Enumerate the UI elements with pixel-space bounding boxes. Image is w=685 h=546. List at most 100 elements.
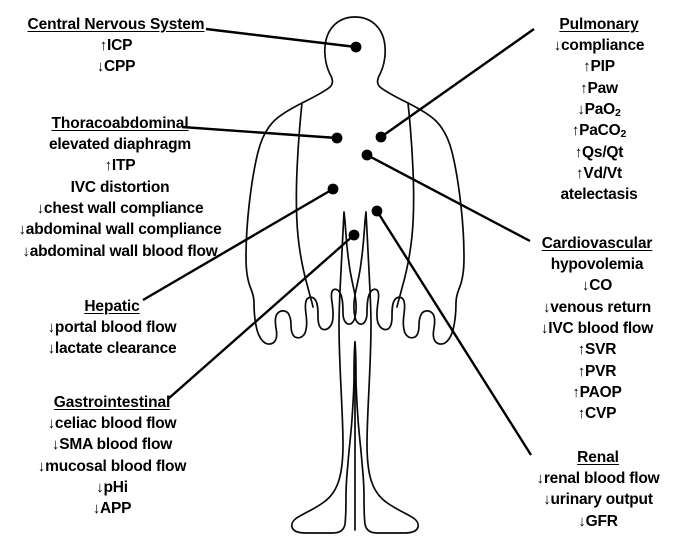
label-block-pulmonary: Pulmonary ↓compliance ↑PIP ↑Paw ↓PaO2 ↑P… <box>524 14 674 206</box>
body-silhouette <box>245 16 465 534</box>
block-item: ↓renal blood flow <box>521 468 675 489</box>
block-item-label: pHi <box>103 478 128 496</box>
block-item: hypovolemia <box>519 254 675 275</box>
block-item-label: SVR <box>585 341 617 359</box>
block-item-label: APP <box>100 500 132 518</box>
block-item-label: urinary output <box>550 491 653 509</box>
block-heading-renal: Renal <box>577 449 619 466</box>
trend-arrow-icon: ↓ <box>536 470 545 487</box>
block-item-label: Paw <box>587 79 618 97</box>
trend-arrow-icon: ↑ <box>99 37 108 54</box>
leader-lines <box>142 27 535 456</box>
block-item: atelectasis <box>524 184 674 205</box>
leader-pulmonary <box>380 28 535 138</box>
endpoint-dot-pulmonary <box>375 131 387 143</box>
block-item-label: lactate clearance <box>54 340 177 358</box>
trend-arrow-icon: ↓ <box>47 319 56 336</box>
block-item-label: ICP <box>107 37 133 54</box>
block-item: ↓GFR <box>521 511 675 532</box>
block-item-subscript: 2 <box>620 128 627 141</box>
block-item: ↓compliance <box>524 35 674 56</box>
block-item-label: hypovolemia <box>550 256 644 273</box>
block-item-label: Qs/Qt <box>582 143 624 161</box>
block-item-label: PAOP <box>579 383 622 401</box>
trend-arrow-icon: ↓ <box>96 58 105 76</box>
block-item: ↑CVP <box>519 403 675 424</box>
leader-hepatic <box>142 187 334 302</box>
block-item: ↓lactate clearance <box>8 338 216 359</box>
block-item-label: celiac blood flow <box>54 415 177 432</box>
block-heading-gastrointestinal: Gastrointestinal <box>53 394 171 411</box>
block-item-label: IVC blood flow <box>548 319 654 337</box>
block-item: ↓celiac blood flow <box>6 413 218 434</box>
block-item: ↓mucosal blood flow <box>6 456 218 477</box>
trend-arrow-icon: ↓ <box>543 491 551 509</box>
block-item: ↓IVC blood flow <box>519 318 675 339</box>
block-item-label: CO <box>589 277 613 295</box>
trend-arrow-icon: ↓ <box>51 436 60 454</box>
block-item: ↑PaCO2 <box>524 120 674 141</box>
trend-arrow-icon: ↓ <box>577 100 585 118</box>
trend-arrow-icon: ↑ <box>571 122 580 140</box>
block-item-label: renal blood flow <box>543 470 660 487</box>
block-item: ↓pHi <box>6 477 218 498</box>
label-block-cardiovascular: Cardiovascular hypovolemia ↓CO ↓venous r… <box>519 233 675 425</box>
endpoint-dot-hepatic <box>327 183 339 195</box>
block-item-label: CVP <box>585 405 617 423</box>
block-item-subscript: 2 <box>615 106 621 119</box>
endpoint-dot-gastrointestinal <box>348 229 360 241</box>
block-heading-pulmonary: Pulmonary <box>559 16 639 33</box>
endpoint-dot-renal <box>371 205 383 217</box>
block-heading-thoracoabdominal: Thoracoabdominal <box>51 115 189 132</box>
endpoint-dot-cardiovascular <box>361 149 373 161</box>
block-item-label: chest wall compliance <box>43 199 204 217</box>
trend-arrow-icon: ↓ <box>47 340 56 358</box>
trend-arrow-icon: ↑ <box>583 58 591 76</box>
trend-arrow-icon: ↑ <box>576 164 584 182</box>
block-item-label: SMA blood flow <box>59 436 173 454</box>
block-item-label: CPP <box>104 58 136 76</box>
trend-arrow-icon: ↑ <box>577 405 586 423</box>
block-item: ↑Vd/Vt <box>524 163 674 184</box>
block-item-label: PVR <box>585 362 617 380</box>
block-item: ↑ICP <box>18 35 214 56</box>
leader-gastrointestinal <box>167 234 355 400</box>
block-heading-cardiovascular: Cardiovascular <box>541 235 653 252</box>
block-item: ↓portal blood flow <box>8 317 216 338</box>
trend-arrow-icon: ↓ <box>47 415 56 432</box>
block-item: ↓chest wall compliance <box>0 198 240 219</box>
trend-arrow-icon: ↓ <box>581 277 590 295</box>
block-item: IVC distortion <box>0 177 240 198</box>
trend-arrow-icon: ↑ <box>580 79 588 97</box>
block-item-label: PaO <box>584 100 616 118</box>
trend-arrow-icon: ↓ <box>36 199 45 217</box>
block-item: ↑PVR <box>519 361 675 382</box>
leader-central-nervous-system <box>205 27 357 49</box>
block-item-label: venous return <box>550 298 652 316</box>
label-block-gastrointestinal: Gastrointestinal ↓celiac blood flow ↓SMA… <box>6 392 218 520</box>
label-block-thoracoabdominal: Thoracoabdominal elevated diaphragm ↑ITP… <box>0 113 240 262</box>
block-item: ↓abdominal wall blood flow <box>0 241 240 262</box>
leader-thoracoabdominal <box>181 125 338 140</box>
block-item: ↑PIP <box>524 56 674 77</box>
block-item: ↑SVR <box>519 339 675 360</box>
trend-arrow-icon: ↓ <box>578 512 586 530</box>
trend-arrow-icon: ↑ <box>574 143 583 161</box>
block-heading-hepatic: Hepatic <box>84 298 140 315</box>
block-item: ↓CPP <box>18 56 214 77</box>
block-item-label: IVC distortion <box>70 178 170 196</box>
block-item: ↑Qs/Qt <box>524 142 674 163</box>
block-item-label: ITP <box>111 157 136 175</box>
block-item-label: elevated diaphragm <box>49 136 191 153</box>
label-block-central-nervous-system: Central Nervous System ↑ICP ↓CPP <box>18 14 214 78</box>
block-item-label: abdominal wall compliance <box>25 221 222 239</box>
trend-arrow-icon: ↓ <box>542 298 551 316</box>
label-block-hepatic: Hepatic ↓portal blood flow ↓lactate clea… <box>8 296 216 360</box>
block-item-label: atelectasis <box>560 186 638 204</box>
block-item-label: PaCO <box>579 122 621 140</box>
block-item-label: abdominal wall blood flow <box>29 242 218 260</box>
label-block-renal: Renal ↓renal blood flow ↓urinary output … <box>521 447 675 532</box>
trend-arrow-icon: ↓ <box>553 37 562 54</box>
